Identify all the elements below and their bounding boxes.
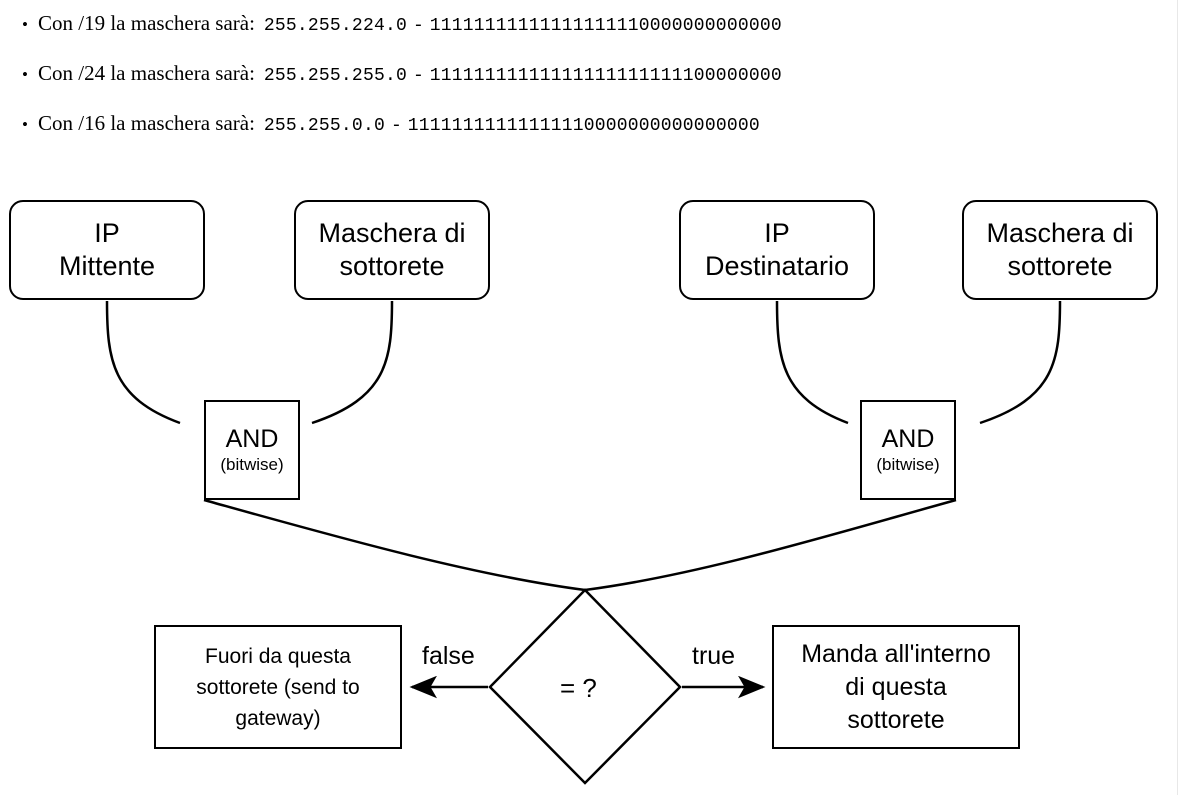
node-out-of-subnet-line2: sottorete (send to: [196, 675, 360, 699]
list-item-dotted-mask: 255.255.224.0: [263, 16, 407, 36]
node-ip-destination: IP Destinatario: [679, 200, 875, 300]
list-item-binary-mask: 11111111111111111111111100000000: [429, 66, 782, 86]
connector-ip-dest-to-and: [775, 300, 849, 425]
page-margin-rule: [1177, 0, 1178, 795]
connector-mask-left-to-and: [311, 300, 394, 425]
edge-label-true: true: [692, 642, 736, 670]
node-ip-sender-line2: Mittente: [58, 251, 156, 281]
node-mask-left: Maschera di sottorete: [294, 200, 490, 300]
node-and-left-title: AND: [225, 425, 279, 453]
node-ip-destination-line1: IP: [764, 218, 790, 248]
connector-and-right-to-decision: [584, 498, 957, 592]
list-item-prefix: Con /19 la maschera sarà:: [38, 11, 255, 35]
flowchart-connectors: [105, 300, 1062, 785]
node-out-of-subnet: Fuori da questa sottorete (send to gatew…: [154, 625, 402, 749]
list-item-separator: -: [390, 116, 402, 136]
list-item-separator: -: [412, 16, 424, 36]
edge-label-false: false: [422, 642, 475, 670]
node-ip-destination-line2: Destinatario: [704, 251, 850, 281]
list-item-dotted-mask: 255.255.0.0: [263, 116, 385, 136]
subnet-decision-flowchart: IP Mittente Maschera di sottorete IP Des…: [0, 170, 1204, 795]
node-mask-left-line1: Maschera di: [318, 218, 466, 248]
bullet-icon: •: [22, 15, 28, 34]
connector-ip-sender-to-and: [105, 300, 181, 425]
decision-diamond: [488, 588, 682, 785]
list-item-binary-mask: 11111111111111110000000000000000: [407, 116, 760, 136]
list-item-separator: -: [412, 66, 424, 86]
node-in-subnet-line3: sottorete: [847, 705, 945, 734]
node-and-left-subtitle: (bitwise): [220, 455, 284, 474]
list-item-dotted-mask: 255.255.255.0: [263, 66, 407, 86]
node-in-subnet-line2: di questa: [845, 672, 947, 701]
list-item: • Con /19 la maschera sarà: 255.255.224.0-…: [22, 10, 782, 36]
node-mask-right-line2: sottorete: [1007, 251, 1113, 281]
node-mask-left-line2: sottorete: [339, 251, 445, 281]
node-in-subnet: Manda all'interno di questa sottorete: [772, 625, 1020, 749]
node-and-right-title: AND: [881, 425, 935, 453]
node-out-of-subnet-line1: Fuori da questa: [205, 644, 351, 668]
bullet-icon: •: [22, 115, 28, 134]
list-item-prefix: Con /24 la maschera sarà:: [38, 61, 255, 85]
node-ip-sender: IP Mittente: [9, 200, 205, 300]
decision-label: = ?: [560, 673, 597, 703]
connector-mask-right-to-and: [979, 300, 1062, 425]
node-out-of-subnet-line3: gateway): [235, 706, 321, 730]
node-mask-right-line1: Maschera di: [986, 218, 1134, 248]
connector-and-left-to-decision: [203, 498, 586, 592]
node-and-right-subtitle: (bitwise): [876, 455, 940, 474]
list-item-binary-mask: 11111111111111111110000000000000: [429, 16, 782, 36]
list-item-prefix: Con /16 la maschera sarà:: [38, 111, 255, 135]
bullet-icon: •: [22, 65, 28, 84]
node-ip-sender-line1: IP: [94, 218, 120, 248]
list-item: • Con /24 la maschera sarà: 255.255.255.0-…: [22, 60, 782, 86]
node-and-right: AND (bitwise): [860, 400, 956, 500]
list-item: • Con /16 la maschera sarà: 255.255.0.0-11…: [22, 110, 760, 136]
node-in-subnet-line1: Manda all'interno: [801, 639, 991, 668]
node-mask-right: Maschera di sottorete: [962, 200, 1158, 300]
node-and-left: AND (bitwise): [204, 400, 300, 500]
